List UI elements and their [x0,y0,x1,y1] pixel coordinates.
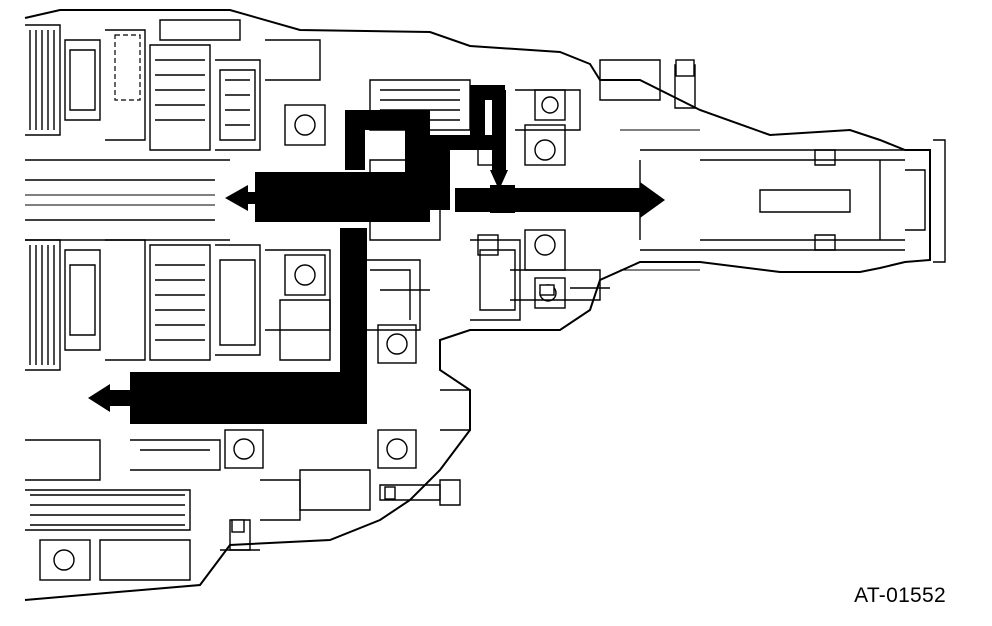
upper-clutch-pack [25,19,321,151]
lower-clutch-pack [25,239,331,371]
bearings [39,89,566,581]
arrow-front-output-head [88,384,110,412]
extension-housing [25,439,221,581]
input-shaft [25,159,230,241]
arrow-left-head [225,185,248,211]
power-flow-arrows [88,85,665,424]
figure-code-label: AT-01552 [854,584,946,607]
output-flow-band [455,188,640,212]
arrow-right-head [640,182,665,218]
fasteners [231,59,695,533]
main-flow-band [255,172,430,222]
housing-outline [24,9,946,601]
